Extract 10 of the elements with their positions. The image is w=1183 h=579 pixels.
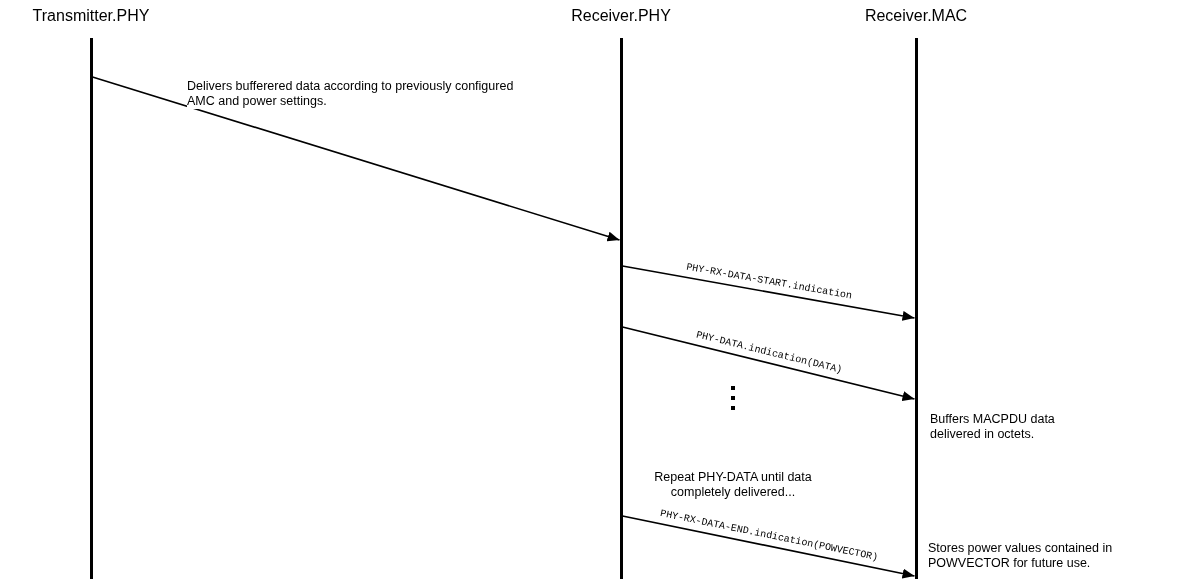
note-text: Buffers MACPDU data delivered in octets. [930,412,1056,442]
arrow [621,326,916,401]
note-text: Stores power values contained in POWVECTOR for future use. [928,541,1114,571]
lifeline-header: Receiver.MAC [864,6,968,26]
arrow [621,515,916,579]
arrow [621,265,916,321]
arrow [91,76,621,242]
note-text: Repeat PHY-DATA until data completely delivered... [653,470,813,500]
lifeline-header: Transmitter.PHY [32,6,150,26]
lifeline-header: Receiver.PHY [571,6,671,26]
